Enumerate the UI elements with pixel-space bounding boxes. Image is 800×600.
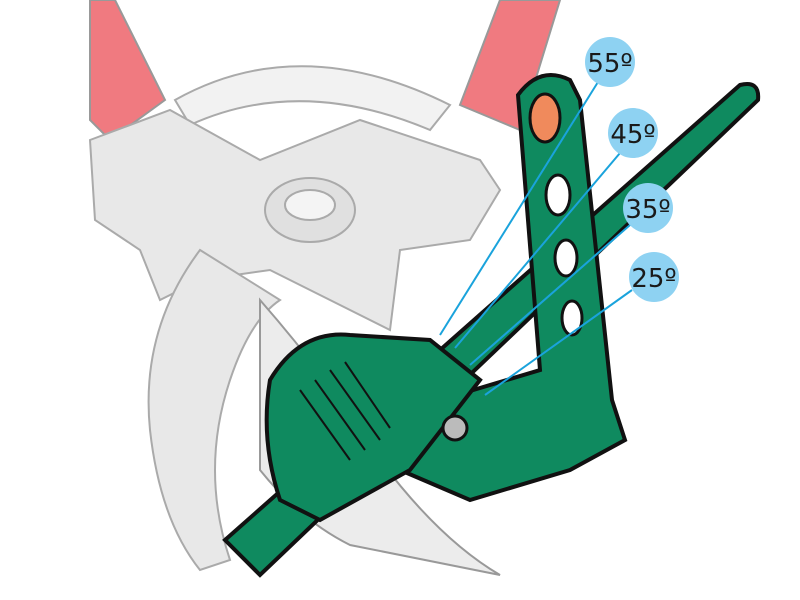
angle-text: 35º <box>625 195 670 225</box>
angle-text: 25º <box>631 264 676 294</box>
clamp-grip-lines <box>299 361 391 461</box>
hole-25 <box>560 299 584 337</box>
angle-label-25: 25º <box>629 252 679 302</box>
clamp-body <box>264 332 483 523</box>
left-handle <box>89 0 167 142</box>
angle-text: 45º <box>610 120 655 150</box>
angle-text: 55º <box>587 49 632 79</box>
leader-lines <box>439 81 633 396</box>
hole-35 <box>553 238 579 278</box>
spring <box>173 65 452 132</box>
stone-hole-55 <box>528 92 562 144</box>
anvil-hook <box>147 248 282 572</box>
hole-45 <box>544 173 572 217</box>
angle-label-35: 35º <box>623 183 673 233</box>
angle-label-55: 55º <box>585 37 635 87</box>
pivot-bolt-top <box>284 189 336 221</box>
angle-label-45: 45º <box>608 108 658 158</box>
clamp-screw <box>441 414 469 442</box>
angle-guide <box>397 73 628 503</box>
